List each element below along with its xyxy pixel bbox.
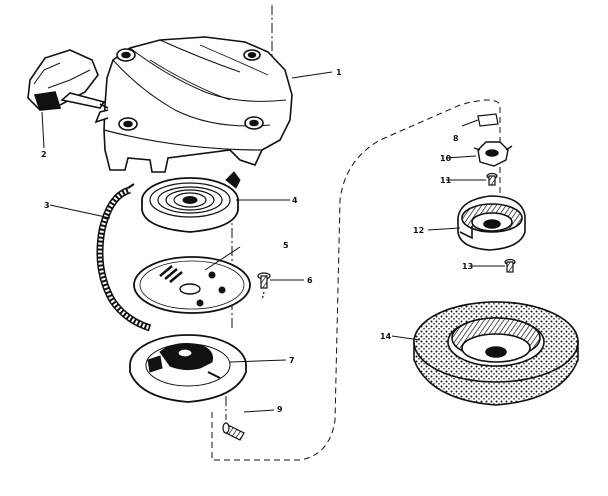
pulley-icon <box>129 334 247 403</box>
assembly-dashed-path <box>211 99 501 461</box>
leader-lines <box>41 71 505 413</box>
starter-rope-icon <box>96 183 152 332</box>
dog-screw-icon <box>486 172 498 186</box>
pull-handle-icon <box>27 49 109 111</box>
starter-housing-icon <box>94 36 293 173</box>
retainer-screw-icon <box>257 272 271 301</box>
part-label-13: 13 <box>462 262 473 271</box>
starter-cup-icon <box>457 195 526 251</box>
part-label-3: 3 <box>44 201 50 210</box>
part-label-6: 6 <box>307 276 313 285</box>
pulley-screw-icon <box>222 422 245 441</box>
pawl-insert-icon <box>477 113 499 127</box>
rewind-spring-icon <box>141 171 241 233</box>
part-label-1: 1 <box>336 68 342 77</box>
part-label-4: 4 <box>292 196 298 205</box>
spring-retainer-plate-icon <box>133 256 251 314</box>
part-label-10: 10 <box>440 154 452 163</box>
part-label-8: 8 <box>453 134 459 143</box>
part-label-9: 9 <box>277 405 283 414</box>
flywheel-screen-icon <box>413 301 579 406</box>
part-label-7: 7 <box>289 356 295 365</box>
part-label-14: 14 <box>380 332 392 341</box>
cup-screw-icon <box>504 258 516 273</box>
part-label-5: 5 <box>283 241 289 250</box>
part-labels: 1 2 3 4 5 6 7 8 9 10 11 12 13 14 <box>41 68 473 414</box>
part-label-11: 11 <box>440 176 452 185</box>
starter-dog-icon <box>473 141 513 167</box>
part-label-2: 2 <box>41 150 47 159</box>
part-label-12: 12 <box>413 226 424 235</box>
